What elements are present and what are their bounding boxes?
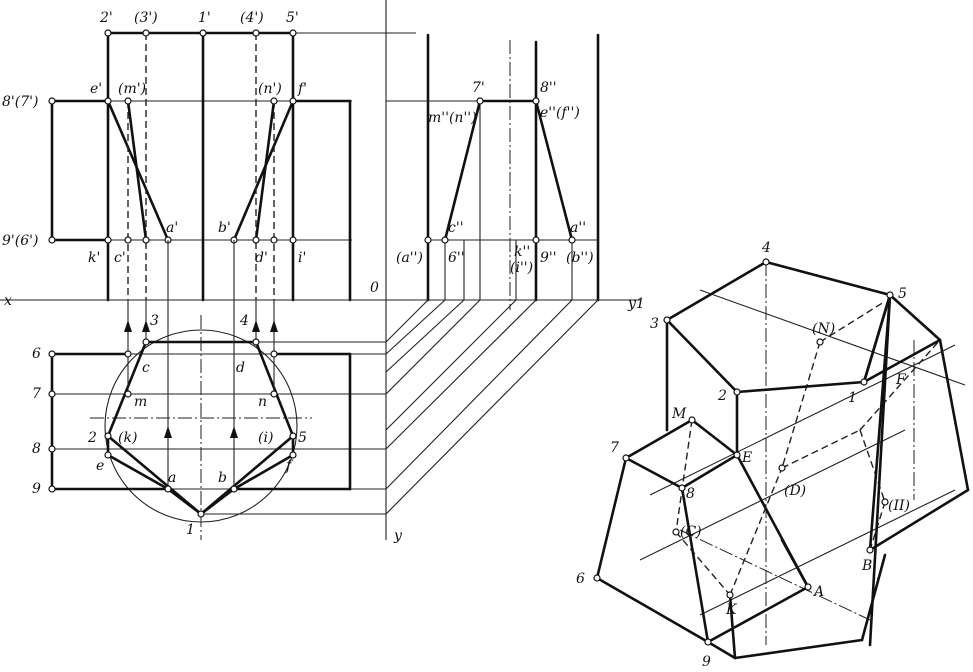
label-5: 5 xyxy=(298,430,307,446)
label-m: m xyxy=(134,394,147,410)
top-view: 6 7 8 9 3 4 c d m n 2 (k) (i) 5 e f a b … xyxy=(32,240,386,540)
label-2p: 2' xyxy=(99,10,113,26)
label-ap: a' xyxy=(166,220,178,236)
iso-label-7: 7 xyxy=(610,440,619,456)
iso-label-6: 6 xyxy=(576,571,585,587)
iso-label-4: 4 xyxy=(761,240,771,256)
iso-label-N: (N) xyxy=(812,321,835,337)
label-row-6: 6 xyxy=(32,346,41,362)
label-row-8: 8 xyxy=(32,441,41,457)
axis-x-label: x xyxy=(4,293,12,309)
label-cp: c' xyxy=(114,250,126,266)
label-ip: i' xyxy=(298,250,306,266)
label-epp-fpp: e''(f'') xyxy=(540,105,580,121)
label-mpp-npp: m''(n'') xyxy=(428,110,477,126)
label-f: f xyxy=(285,458,294,474)
label-mp: (m') xyxy=(118,81,146,97)
label-n: n xyxy=(258,394,267,410)
label-b: b xyxy=(218,470,227,486)
label-i: (i) xyxy=(258,430,273,446)
label-app-hidden: (a'') xyxy=(396,250,423,266)
label-k: (k) xyxy=(118,430,137,446)
iso-label-D: (D) xyxy=(784,483,806,499)
side-view: 7' 8'' m''(n'') e''(f'') (a'') c'' 6'' k… xyxy=(386,33,600,310)
label-6pp: 6'' xyxy=(448,250,465,266)
label-e: e xyxy=(96,458,104,474)
label-1p: 1' xyxy=(198,10,211,26)
isometric-view: 4 5 3 (N) 2 1 F M 7 E 8 (D) (II) (C) 6 B… xyxy=(576,240,970,670)
label-5p: 5' xyxy=(286,10,299,26)
label-dp: d' xyxy=(255,250,268,266)
label-7pp: 7' xyxy=(472,80,485,96)
iso-label-II: (II) xyxy=(888,498,910,514)
label-bp: b' xyxy=(218,220,231,236)
iso-label-E: E xyxy=(741,450,752,466)
iso-label-M: M xyxy=(671,406,687,422)
iso-label-2: 2 xyxy=(717,388,727,404)
label-2: 2 xyxy=(87,430,97,446)
label-9p6p: 9'(6') xyxy=(2,233,38,249)
iso-label-F: F xyxy=(895,372,907,388)
label-d: d xyxy=(236,360,245,376)
label-cpp: c'' xyxy=(448,220,464,236)
label-a: a xyxy=(168,470,176,486)
label-4: 4 xyxy=(239,313,249,329)
axis-origin-label: 0 xyxy=(370,280,379,296)
label-kpp: k'' xyxy=(514,244,530,260)
label-3: 3 xyxy=(150,313,159,329)
label-ep: e' xyxy=(90,81,102,97)
label-row-9: 9 xyxy=(32,481,41,497)
label-4p: (4') xyxy=(240,10,264,26)
label-c: c xyxy=(142,360,150,376)
label-3p: (3') xyxy=(134,10,158,26)
label-np: (n') xyxy=(258,81,282,97)
projection-axes: x 0 y1 y xyxy=(0,0,645,544)
transfer-lines xyxy=(385,299,599,515)
label-bpp: (b'') xyxy=(566,250,594,266)
label-8p7p: 8'(7') xyxy=(2,94,38,110)
label-8pp: 8'' xyxy=(540,80,557,96)
label-app: a'' xyxy=(570,220,586,236)
iso-label-B: B xyxy=(861,558,872,574)
axis-y-label: y xyxy=(393,528,403,544)
iso-label-A: A xyxy=(812,584,824,600)
label-ipp: (i'') xyxy=(510,260,533,276)
iso-label-9: 9 xyxy=(702,654,711,670)
iso-label-5: 5 xyxy=(898,286,907,302)
label-9pp: 9'' xyxy=(540,250,557,266)
iso-label-1: 1 xyxy=(848,390,857,406)
iso-label-8: 8 xyxy=(686,486,695,502)
label-1: 1 xyxy=(186,522,195,538)
front-view: 2' (3') 1' (4') 5' 8'(7') 9'(6') e' (m')… xyxy=(2,10,416,302)
label-row-7: 7 xyxy=(32,386,41,402)
label-fp: f' xyxy=(297,81,307,97)
iso-label-C: (C) xyxy=(680,524,702,540)
iso-label-K: K xyxy=(725,602,738,618)
axis-y1-label: y1 xyxy=(627,296,645,312)
label-kp: k' xyxy=(88,250,100,266)
iso-label-3: 3 xyxy=(650,316,659,332)
